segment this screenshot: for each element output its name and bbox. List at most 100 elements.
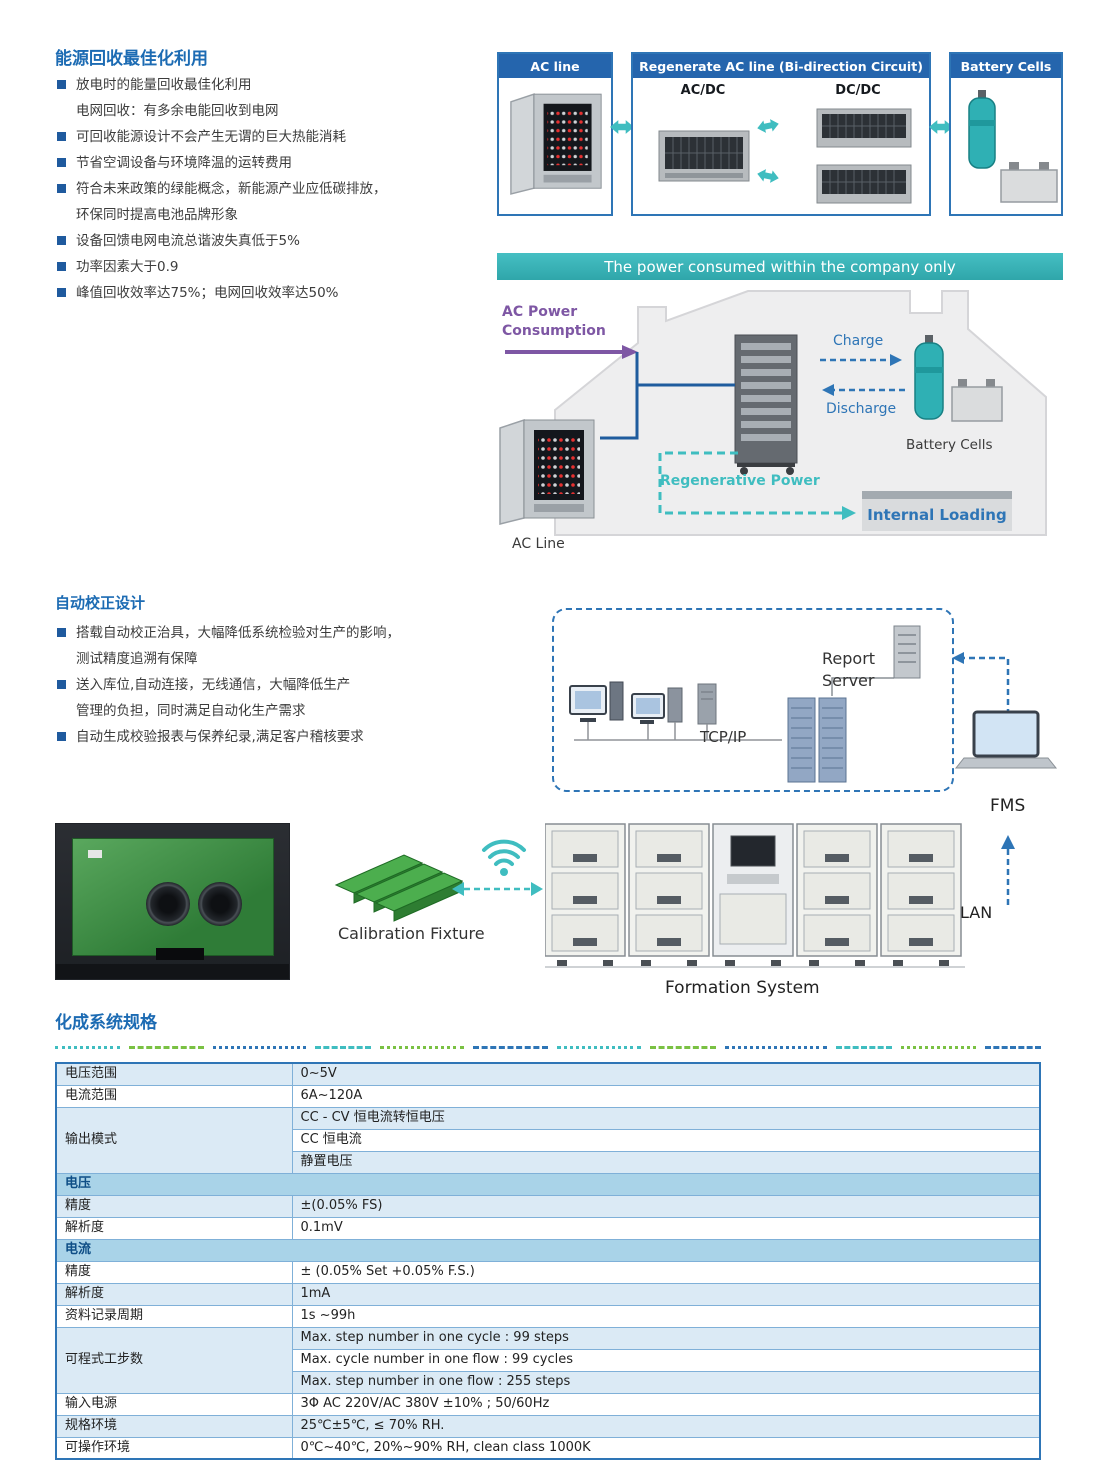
bullet-text: 设备回馈电网电流总谐波失真低于5% [76, 233, 300, 249]
discharge-label: Discharge [826, 401, 897, 417]
ac-regeneration-diagram: AC line Regenerate AC line (Bi-direction… [497, 52, 1063, 216]
spec-value-cell: Max. step number in one cycle : 99 steps [291, 1326, 1041, 1350]
battery-cylinder-icon [968, 90, 996, 169]
spec-label-cell: 解析度 [55, 1216, 293, 1240]
wifi-icon [482, 839, 526, 876]
bullet-square-icon [57, 732, 66, 741]
calibration-bullet-list: 搭载自动校正治具，大幅降低系统检验对生产的影响，测试精度追溯有保障送入库位,自动… [55, 620, 520, 750]
bullet-item: 放电时的能量回收最佳化利用电网回收：有多余电能回收到电网 [55, 72, 495, 124]
bullet-square-icon [57, 132, 66, 141]
spec-section-row: 电流 [55, 1238, 1041, 1262]
machine-connector [156, 948, 204, 960]
bullet-square-icon [57, 158, 66, 167]
spec-value-cell: ± (0.05% Set +0.05% F.S.) [291, 1260, 1041, 1284]
formation-system-icon [545, 823, 965, 968]
divider-segment [557, 1046, 642, 1049]
bullet-item: 设备回馈电网电流总谐波失真低于5% [55, 228, 495, 254]
spec-value-cell: Max. step number in one flow : 255 steps [291, 1370, 1041, 1394]
spec-label-cell: 解析度 [55, 1282, 293, 1306]
calibration-fixture-icon [334, 854, 464, 922]
divider-segment [901, 1046, 976, 1049]
divider-segment [129, 1046, 205, 1049]
spec-label-cell: 输入电源 [55, 1392, 293, 1416]
bullet-item: 自动生成校验报表与保养纪录,满足客户稽核要求 [55, 724, 520, 750]
spec-value-cell: 1s ~99h [291, 1304, 1041, 1328]
breaker-panel-icon [499, 418, 595, 525]
ac-line-panel: AC line [497, 52, 613, 216]
battery-cells-panel: Battery Cells [949, 52, 1063, 216]
server-link-line [831, 677, 894, 696]
bullet-square-icon [57, 628, 66, 637]
divider-segment [473, 1046, 549, 1049]
calibration-section-title: 自动校正设计 [55, 594, 146, 612]
battery-panel-title: Battery Cells [951, 54, 1061, 78]
bullet-item: 峰值回收效率达75%；电网回收效率达50% [55, 280, 495, 306]
spec-label-cell: 可操作环境 [55, 1436, 293, 1460]
bullet-text: 管理的负担，同时满足自动化生产需求 [76, 703, 306, 719]
spec-value-cell: 0℃~40℃, 20%~90% RH, clean class 1000K [291, 1436, 1041, 1460]
formation-system-label: Formation System [665, 978, 820, 998]
bullet-text: 送入库位,自动连接，无线通信，大幅降低生产 [76, 677, 351, 693]
spec-section-title: 化成系统规格 [55, 1013, 157, 1033]
bullet-text: 节省空调设备与环境降温的运转费用 [76, 155, 292, 171]
spec-row: 精度±(0.05% FS) [55, 1194, 1041, 1218]
control-bay [712, 823, 794, 966]
network-boundary [552, 608, 954, 792]
spec-section-cell: 电压 [55, 1172, 1041, 1196]
bullet-text: 放电时的能量回收最佳化利用 [76, 77, 252, 93]
calibration-fixture-label: Calibration Fixture [338, 924, 485, 943]
bullet-item: 送入库位,自动连接，无线通信，大幅降低生产管理的负担，同时满足自动化生产需求 [55, 672, 520, 724]
regenerate-panel-title: Regenerate AC line (Bi-direction Circuit… [633, 54, 929, 78]
fms-laptop-icon [954, 710, 1058, 769]
spec-row: CC 恒电流 [56, 1128, 1041, 1152]
fms-label: FMS [990, 796, 1026, 816]
breaker-panel-icon [510, 93, 602, 195]
bullet-item: 节省空调设备与环境降温的运转费用 [55, 150, 495, 176]
workstation-icon [569, 681, 624, 722]
charge-arrow-icon [820, 354, 902, 366]
regenerate-panel: Regenerate AC line (Bi-direction Circuit… [631, 52, 931, 216]
bullet-item: 功率因素大于0.9 [55, 254, 495, 280]
calibration-machine-photo [55, 823, 290, 980]
bidirectional-arrow-icon [757, 119, 779, 133]
divider-segment [213, 1046, 307, 1049]
bullet-text: 搭载自动校正治具，大幅降低系统检验对生产的影响， [76, 625, 400, 641]
divider-segment [55, 1046, 121, 1049]
spec-value-cell: Max. cycle number in one flow : 99 cycle… [291, 1348, 1041, 1372]
spec-row: 精度± (0.05% Set +0.05% F.S.) [55, 1260, 1041, 1284]
bidirectional-arrow-icon [929, 120, 953, 134]
divider-segment [380, 1046, 465, 1049]
battery-cells-label: Battery Cells [906, 437, 993, 453]
lan-arrow-icon [1001, 835, 1015, 905]
bullet-square-icon [57, 236, 66, 245]
bidirectional-arrow-icon [610, 120, 634, 134]
bullet-item: 可回收能源设计不会产生无谓的巨大热能消耗 [55, 124, 495, 150]
bullet-text: 电网回收：有多余电能回收到电网 [76, 103, 279, 119]
battery-cylinder-icon [914, 335, 944, 420]
divider-segment [836, 1046, 893, 1049]
spec-label-cell: 精度 [55, 1194, 293, 1218]
internal-loading-box: Internal Loading [862, 491, 1012, 531]
fms-link-arrow-icon [952, 652, 1010, 715]
bullet-text: 符合未来政策的绿能概念，新能源产业应低碳排放， [76, 181, 387, 197]
spec-value-cell: ±(0.05% FS) [291, 1194, 1041, 1218]
spec-value-cell: 25℃±5℃, ≤ 70% RH. [291, 1414, 1041, 1438]
spec-section-row: 电压 [55, 1172, 1041, 1196]
bullet-square-icon [57, 184, 66, 193]
small-server-icon [893, 625, 921, 679]
spec-value-cell: 3Φ AC 220V/AC 380V ±10% ; 50/60Hz [291, 1392, 1041, 1416]
ac-line-panel-title: AC line [499, 54, 611, 78]
server-rack-icon [734, 334, 798, 475]
